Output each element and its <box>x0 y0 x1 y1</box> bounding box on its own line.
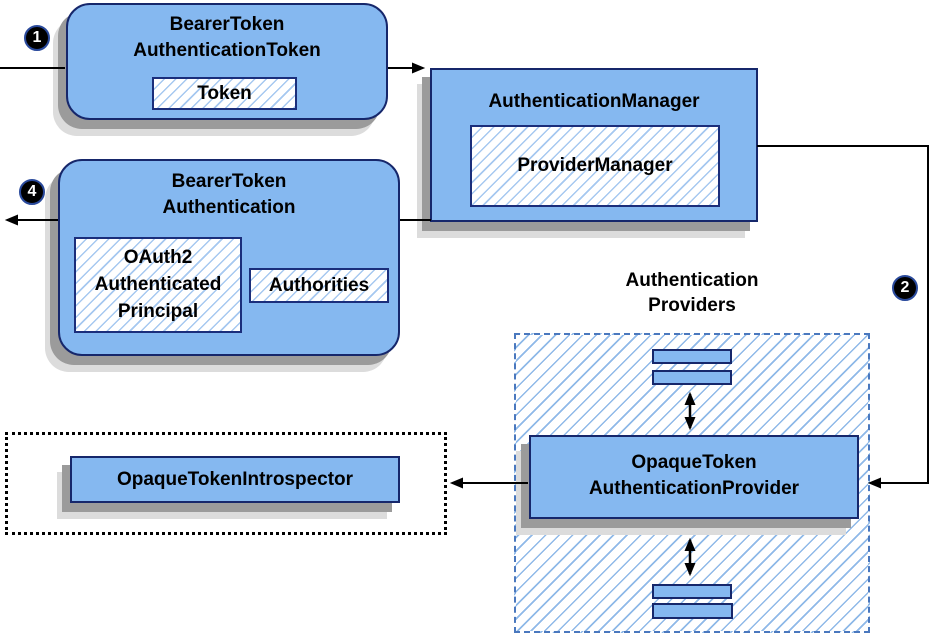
authentication-manager-title: AuthenticationManager <box>488 91 700 112</box>
authentication-providers-label-line1: Authentication <box>625 270 759 291</box>
authentication-providers-label-line2: Providers <box>648 295 736 316</box>
authentication-manager-box: AuthenticationManager ProviderManager <box>430 68 758 222</box>
provider-placeholder-bar <box>652 349 732 364</box>
bearer-token-authentication-box: BearerToken Authentication OAuth2 Authen… <box>58 159 400 356</box>
authentication-providers-label: Authentication Providers <box>514 268 870 318</box>
principal-line2: Authenticated <box>94 274 222 295</box>
token-box: Token <box>152 77 297 110</box>
bearer-token-authentication-title-line2: Authentication <box>162 197 296 218</box>
bearer-token-authentication-token-title-line1: BearerToken <box>169 14 285 35</box>
step-1-badge: 1 <box>24 25 50 51</box>
bearer-token-authentication-title-line1: BearerToken <box>171 171 287 192</box>
oauth2-authenticated-principal-box: OAuth2 Authenticated Principal <box>74 237 242 333</box>
step-4-badge: 4 <box>19 179 45 205</box>
authorities-box: Authorities <box>249 268 389 303</box>
step-2-badge: 2 <box>892 275 918 301</box>
opaque-token-introspector-box: OpaqueTokenIntrospector <box>70 456 400 503</box>
opaque-token-authentication-provider-box: OpaqueToken AuthenticationProvider <box>529 435 859 519</box>
opaque-token-authentication-provider-title-line2: AuthenticationProvider <box>588 478 800 499</box>
principal-line1: OAuth2 <box>123 247 193 268</box>
bearer-token-authentication-token-box: BearerToken AuthenticationToken Token <box>66 3 388 120</box>
principal-line3: Principal <box>117 301 199 322</box>
provider-placeholder-bar <box>652 603 733 619</box>
bearer-token-authentication-token-title-line2: AuthenticationToken <box>133 40 321 61</box>
opaque-token-authentication-provider-title-line1: OpaqueToken <box>631 452 757 473</box>
opaque-token-introspector-title: OpaqueTokenIntrospector <box>116 469 354 490</box>
provider-placeholder-bar <box>652 584 732 599</box>
provider-placeholder-bar <box>652 370 732 385</box>
provider-manager-box: ProviderManager <box>470 125 720 207</box>
